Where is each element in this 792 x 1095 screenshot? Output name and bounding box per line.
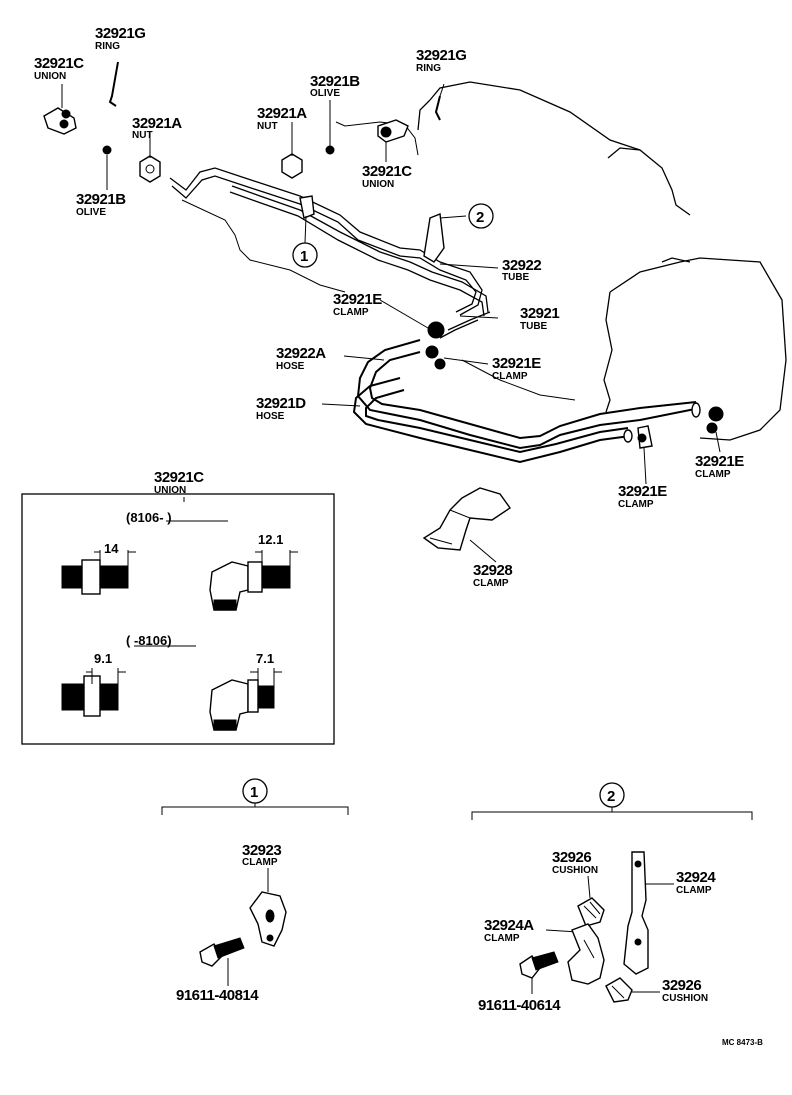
part-number[interactable]: 32921E [695,453,745,470]
olive-32921B-left [102,145,112,155]
transmission-outline [603,257,787,441]
clamp-32921E-c [706,406,724,434]
tube-bracket-ref2 [423,213,445,263]
svg-text:1: 1 [250,784,258,801]
part-number[interactable]: 32921B [76,191,127,208]
part-number[interactable]: 32921B [310,73,361,90]
part-number[interactable]: 32921E [618,483,668,500]
straight-union-new: 14 [61,541,136,595]
straight-union-old: 9.1 [61,651,126,717]
dim-14: 14 [104,541,119,556]
union-32921C-left [43,107,77,135]
ring-32921G-left [108,61,119,107]
engine-outline [417,81,691,216]
cushion-top-name: CUSHION [552,865,598,876]
part-number[interactable]: 32928 [473,562,513,579]
part-number[interactable]: 32922A [276,345,327,362]
part-name: CLAMP [695,469,731,480]
diagram-code: MC 8473-B [722,1038,763,1047]
part-number[interactable]: 32921A [257,105,308,122]
dim-12-1: 12.1 [258,532,283,547]
svg-text:1: 1 [300,248,308,265]
range-new: (8106- ) [126,510,172,525]
part-name: HOSE [276,361,305,372]
part-name: OLIVE [76,207,106,218]
part-name: TUBE [502,272,530,283]
part-number[interactable]: 32921 [520,305,560,322]
union-inset: 32921C UNION (8106- ) ( -8106) 14 [21,469,335,745]
cushion-bottom-part[interactable]: 32926 [662,977,702,994]
detail-1: 1 32923 CLAMP 91611-40814 [161,778,349,1004]
clamp-32923 [249,891,287,947]
nut-32921A-left [139,155,161,183]
part-number[interactable]: 32921E [333,291,383,308]
part-name: CLAMP [492,371,528,382]
detail2-bolt-part[interactable]: 91611-40614 [478,997,562,1014]
inset-title-part[interactable]: 32921C [154,469,205,486]
detail-2: 2 32926 CUSHION 32924 CLAMP 32924A CLAMP [471,782,753,1014]
nut-32921A-center [281,153,303,179]
cushion-32926-bottom [605,977,633,1003]
bolt-91611-40614 [519,951,559,979]
ref-marker-2[interactable]: 2 [468,203,494,229]
part-number[interactable]: 32921A [132,115,183,132]
clamp-32921E-b [637,425,653,449]
clamp-32924 [623,851,649,975]
clamp-32928 [422,487,511,551]
detail1-bolt-part[interactable]: 91611-40814 [176,987,260,1004]
elbow-union-new: 12.1 [209,532,298,611]
cushion-top-part[interactable]: 32926 [552,849,592,866]
cushion-32926-top [577,897,605,927]
detail1-clamp-part[interactable]: 32923 [242,842,282,859]
part-number[interactable]: 32921C [362,163,413,180]
clamp-32924A [567,923,605,985]
part-name: OLIVE [310,88,340,99]
part-name: UNION [34,71,66,82]
part-name: CLAMP [618,499,654,510]
inset-frame [21,493,335,745]
detail1-clamp-name: CLAMP [242,857,278,868]
dim-9-1: 9.1 [94,651,112,666]
range-old: ( -8106) [126,633,172,648]
part-name: TUBE [520,321,548,332]
part-number[interactable]: 32921D [256,395,307,412]
part-number[interactable]: 32921G [416,47,467,64]
part-name: NUT [257,121,278,132]
callout-labels: 32921G RING 32921C UNION 32921B OLIVE 32… [34,25,745,589]
callout-leaders [61,83,721,563]
part-number[interactable]: 32921E [492,355,542,372]
ref-marker-1[interactable]: 1 [292,242,318,268]
part-number[interactable]: 32922 [502,257,542,274]
clampA-part[interactable]: 32924A [484,917,535,934]
cushion-bottom-name: CUSHION [662,993,708,1004]
tube-clamp-ref1 [299,195,315,219]
svg-text:2: 2 [476,209,484,226]
svg-text:2: 2 [607,788,615,805]
olive-32921B-center [325,145,335,155]
part-name: RING [95,41,120,52]
transmission-oil-cooler-tubes [169,167,491,339]
ring-32921G-right [434,95,441,121]
part-name: RING [416,63,441,74]
union-32921C-center [377,119,409,143]
part-name: HOSE [256,411,285,422]
dim-7-1: 7.1 [256,651,274,666]
part-name: UNION [362,179,394,190]
detail2-clamp-name: CLAMP [676,885,712,896]
part-number[interactable]: 32921G [95,25,146,42]
elbow-union-old: 7.1 [209,651,282,731]
inset-title-name: UNION [154,485,186,496]
part-name: CLAMP [473,578,509,589]
part-name: CLAMP [333,307,369,318]
detail2-clamp-part[interactable]: 32924 [676,869,717,886]
clampA-name: CLAMP [484,933,520,944]
part-number[interactable]: 32921C [34,55,85,72]
cooler-hoses [352,339,701,464]
bolt-91611-40814 [199,937,245,967]
part-name: NUT [132,130,153,141]
clamp-32921E-a [425,321,446,370]
